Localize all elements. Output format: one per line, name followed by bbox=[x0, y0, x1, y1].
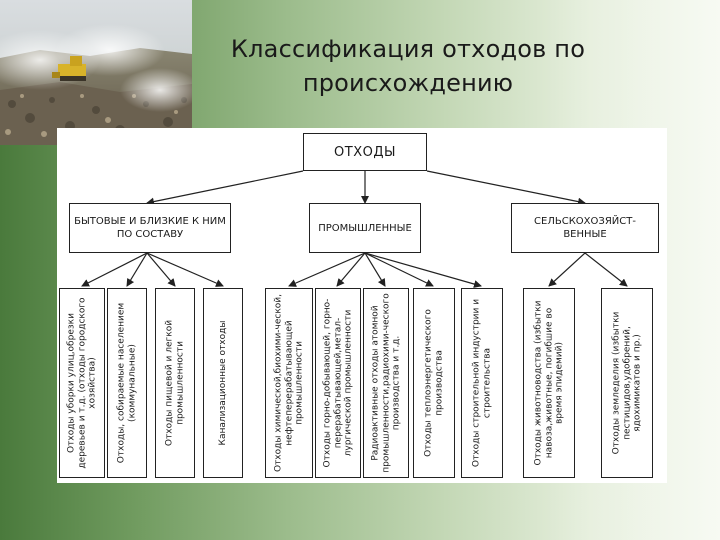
category-agricultural: СЕЛЬСКОХОЗЯЙСТ-ВЕННЫЕ bbox=[511, 203, 659, 253]
landfill-photo bbox=[0, 0, 192, 145]
leaf-label: Канализационные отходы bbox=[217, 320, 228, 446]
leaf-label: Отходы строительной индустрии и строител… bbox=[471, 298, 493, 468]
root-node-waste: ОТХОДЫ bbox=[303, 133, 427, 171]
category-household-label: БЫТОВЫЕ И БЛИЗКИЕ К НИМ ПО СОСТАВУ bbox=[74, 216, 226, 240]
leaf-label: Отходы горно-добывающей, горно-перерабат… bbox=[322, 298, 354, 468]
leaf-node: Отходы строительной индустрии и строител… bbox=[461, 288, 503, 478]
leaf-label: Отходы химической,биохими-ческой, нефтеп… bbox=[273, 293, 305, 473]
leaf-label: Отходы теплоэнергетического производства bbox=[423, 309, 445, 457]
leaf-label: Отходы земледелия (избытки пестицидов,уд… bbox=[611, 311, 643, 455]
leaf-node: Отходы земледелия (избытки пестицидов,уд… bbox=[601, 288, 653, 478]
slide-title: Классификация отходов по происхождению bbox=[188, 32, 628, 100]
category-industrial-label: ПРОМЫШЛЕННЫЕ bbox=[318, 222, 412, 234]
leaf-node: Канализационные отходы bbox=[203, 288, 243, 478]
leaf-node: Отходы уборки улиц,обрезки деревьев и т.… bbox=[59, 288, 105, 478]
waste-classification-diagram: ОТХОДЫ БЫТОВЫЕ И БЛИЗКИЕ К НИМ ПО СОСТАВ… bbox=[57, 128, 667, 483]
root-node-label: ОТХОДЫ bbox=[334, 144, 396, 160]
leaf-node: Отходы пищевой и легкой промышленности bbox=[155, 288, 195, 478]
category-industrial: ПРОМЫШЛЕННЫЕ bbox=[309, 203, 421, 253]
leaf-node: Отходы химической,биохими-ческой, нефтеп… bbox=[265, 288, 313, 478]
leaf-label: Отходы пищевой и легкой промышленности bbox=[164, 319, 186, 447]
leaf-label: Отходы животноводства (избытки навоза,жи… bbox=[533, 300, 565, 466]
connector-arrows bbox=[81, 170, 628, 288]
category-household: БЫТОВЫЕ И БЛИЗКИЕ К НИМ ПО СОСТАВУ bbox=[69, 203, 231, 253]
leaf-node: Отходы, собираемые населением (коммуналь… bbox=[107, 288, 147, 478]
leaf-node: Отходы теплоэнергетического производства bbox=[413, 288, 455, 478]
leaf-label: Радиоактивные отходы атомной промышленно… bbox=[370, 293, 402, 473]
leaf-node: Отходы горно-добывающей, горно-перерабат… bbox=[315, 288, 361, 478]
leaf-node: Радиоактивные отходы атомной промышленно… bbox=[363, 288, 409, 478]
leaf-node: Отходы животноводства (избытки навоза,жи… bbox=[523, 288, 575, 478]
title-line-1: Классификация отходов по bbox=[230, 35, 586, 63]
title-line-2: происхождению bbox=[302, 69, 514, 97]
category-agricultural-label: СЕЛЬСКОХОЗЯЙСТ-ВЕННЫЕ bbox=[534, 216, 636, 240]
leaf-label: Отходы уборки улиц,обрезки деревьев и т.… bbox=[66, 297, 98, 469]
leaf-label: Отходы, собираемые населением (коммуналь… bbox=[116, 302, 138, 464]
